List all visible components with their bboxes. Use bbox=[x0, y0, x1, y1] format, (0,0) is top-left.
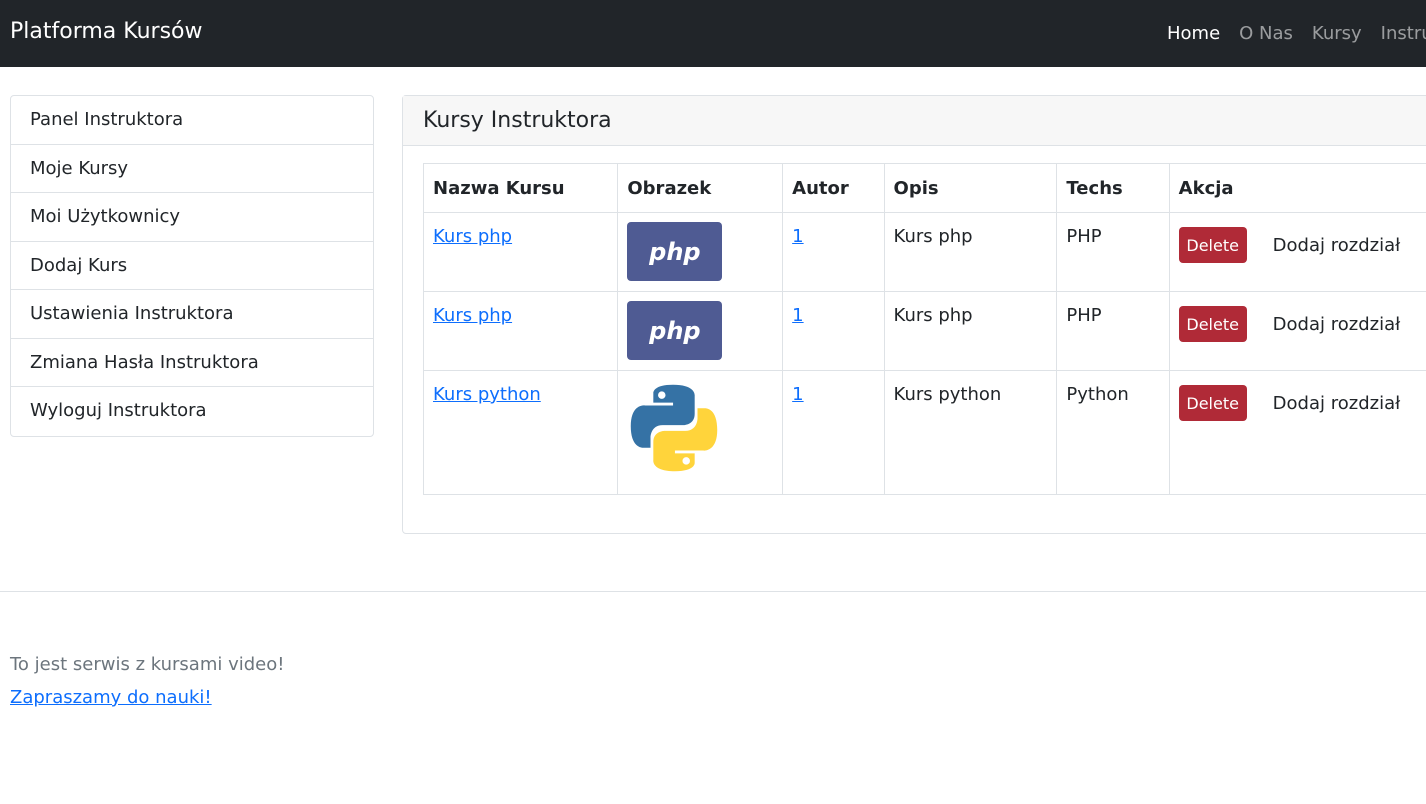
action-group: Delete Dodaj rozdział bbox=[1179, 227, 1426, 263]
footer-divider bbox=[0, 591, 1426, 592]
column-header-techs: Techs bbox=[1057, 164, 1169, 213]
nav-links: Home O Nas Kursy Instruk bbox=[1167, 23, 1426, 44]
course-link[interactable]: Kurs python bbox=[433, 384, 608, 405]
table-row: Kurs python 1 Kurs python Python Delete … bbox=[424, 371, 1426, 495]
course-techs: Python bbox=[1066, 384, 1159, 405]
delete-button[interactable]: Delete bbox=[1179, 306, 1247, 342]
column-header-name: Nazwa Kursu bbox=[424, 164, 618, 213]
php-logo-icon: php bbox=[627, 222, 722, 281]
course-techs: PHP bbox=[1066, 226, 1159, 247]
cell-image bbox=[618, 371, 783, 495]
table-row: Kurs php php 1 Kurs php PHP Delete Dodaj… bbox=[424, 213, 1426, 292]
nav-courses[interactable]: Kursy bbox=[1312, 23, 1362, 44]
cell-name: Kurs python bbox=[424, 371, 618, 495]
cell-techs: Python bbox=[1057, 371, 1169, 495]
sidebar-item-logout[interactable]: Wyloguj Instruktora bbox=[11, 387, 373, 436]
add-chapter-link[interactable]: Dodaj rozdział bbox=[1273, 314, 1401, 335]
action-group: Delete Dodaj rozdział bbox=[1179, 306, 1426, 342]
author-link[interactable]: 1 bbox=[792, 305, 874, 326]
sidebar-item-settings[interactable]: Ustawienia Instruktora bbox=[11, 290, 373, 339]
nav-instructors[interactable]: Instruk bbox=[1381, 23, 1426, 44]
cell-description: Kurs php bbox=[884, 292, 1057, 371]
python-logo-icon bbox=[627, 380, 721, 476]
cell-description: Kurs php bbox=[884, 213, 1057, 292]
nav-about[interactable]: O Nas bbox=[1239, 23, 1293, 44]
cell-image: php bbox=[618, 213, 783, 292]
cell-name: Kurs php bbox=[424, 292, 618, 371]
table-row: Kurs php php 1 Kurs php PHP Delete Dodaj… bbox=[424, 292, 1426, 371]
sidebar-item-my-courses[interactable]: Moje Kursy bbox=[11, 145, 373, 194]
add-chapter-link[interactable]: Dodaj rozdział bbox=[1273, 393, 1401, 414]
course-description: Kurs php bbox=[894, 305, 1048, 326]
brand[interactable]: Platforma Kursów bbox=[10, 19, 203, 44]
card-title: Kursy Instruktora bbox=[403, 96, 1426, 146]
footer-text: To jest serwis z kursami video! bbox=[10, 654, 284, 675]
delete-button[interactable]: Delete bbox=[1179, 385, 1247, 421]
sidebar-item-change-password[interactable]: Zmiana Hasła Instruktora bbox=[11, 339, 373, 388]
courses-table: Nazwa Kursu Obrazek Autor Opis Techs Akc… bbox=[423, 163, 1426, 495]
action-group: Delete Dodaj rozdział bbox=[1179, 385, 1426, 421]
navbar: Platforma Kursów Home O Nas Kursy Instru… bbox=[0, 0, 1426, 67]
sidebar-item-add-course[interactable]: Dodaj Kurs bbox=[11, 242, 373, 291]
cell-action: Delete Dodaj rozdział bbox=[1169, 213, 1426, 292]
column-header-action: Akcja bbox=[1169, 164, 1426, 213]
cell-techs: PHP bbox=[1057, 213, 1169, 292]
footer-link[interactable]: Zapraszamy do nauki! bbox=[10, 687, 212, 708]
cell-author: 1 bbox=[783, 213, 884, 292]
php-logo-icon: php bbox=[627, 301, 722, 360]
course-link[interactable]: Kurs php bbox=[433, 305, 608, 326]
table-header-row: Nazwa Kursu Obrazek Autor Opis Techs Akc… bbox=[424, 164, 1426, 213]
courses-card: Kursy Instruktora Nazwa Kursu Obrazek Au… bbox=[402, 95, 1426, 534]
author-link[interactable]: 1 bbox=[792, 226, 874, 247]
sidebar-item-my-users[interactable]: Moi Użytkownicy bbox=[11, 193, 373, 242]
sidebar-item-instructor-panel[interactable]: Panel Instruktora bbox=[11, 96, 373, 145]
cell-image: php bbox=[618, 292, 783, 371]
cell-action: Delete Dodaj rozdział bbox=[1169, 371, 1426, 495]
column-header-description: Opis bbox=[884, 164, 1057, 213]
cell-name: Kurs php bbox=[424, 213, 618, 292]
cell-techs: PHP bbox=[1057, 292, 1169, 371]
course-link[interactable]: Kurs php bbox=[433, 226, 608, 247]
delete-button[interactable]: Delete bbox=[1179, 227, 1247, 263]
course-techs: PHP bbox=[1066, 305, 1159, 326]
course-description: Kurs php bbox=[894, 226, 1048, 247]
nav-home[interactable]: Home bbox=[1167, 23, 1220, 44]
column-header-image: Obrazek bbox=[618, 164, 783, 213]
column-header-author: Autor bbox=[783, 164, 884, 213]
cell-author: 1 bbox=[783, 371, 884, 495]
author-link[interactable]: 1 bbox=[792, 384, 874, 405]
cell-author: 1 bbox=[783, 292, 884, 371]
cell-action: Delete Dodaj rozdział bbox=[1169, 292, 1426, 371]
add-chapter-link[interactable]: Dodaj rozdział bbox=[1273, 235, 1401, 256]
cell-description: Kurs python bbox=[884, 371, 1057, 495]
sidebar: Panel Instruktora Moje Kursy Moi Użytkow… bbox=[10, 95, 374, 437]
course-description: Kurs python bbox=[894, 384, 1048, 405]
